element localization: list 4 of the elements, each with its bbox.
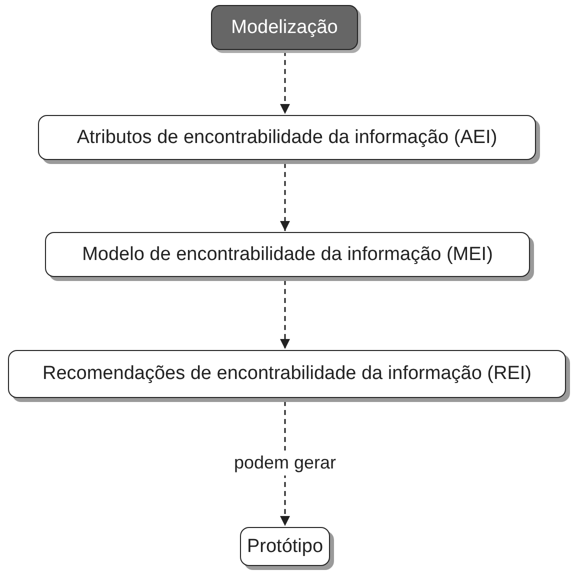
dashed-arrow [280,163,290,231]
dashed-arrow [280,51,290,114]
start-box: Modelização [211,5,358,50]
dashed-arrow [280,280,290,349]
